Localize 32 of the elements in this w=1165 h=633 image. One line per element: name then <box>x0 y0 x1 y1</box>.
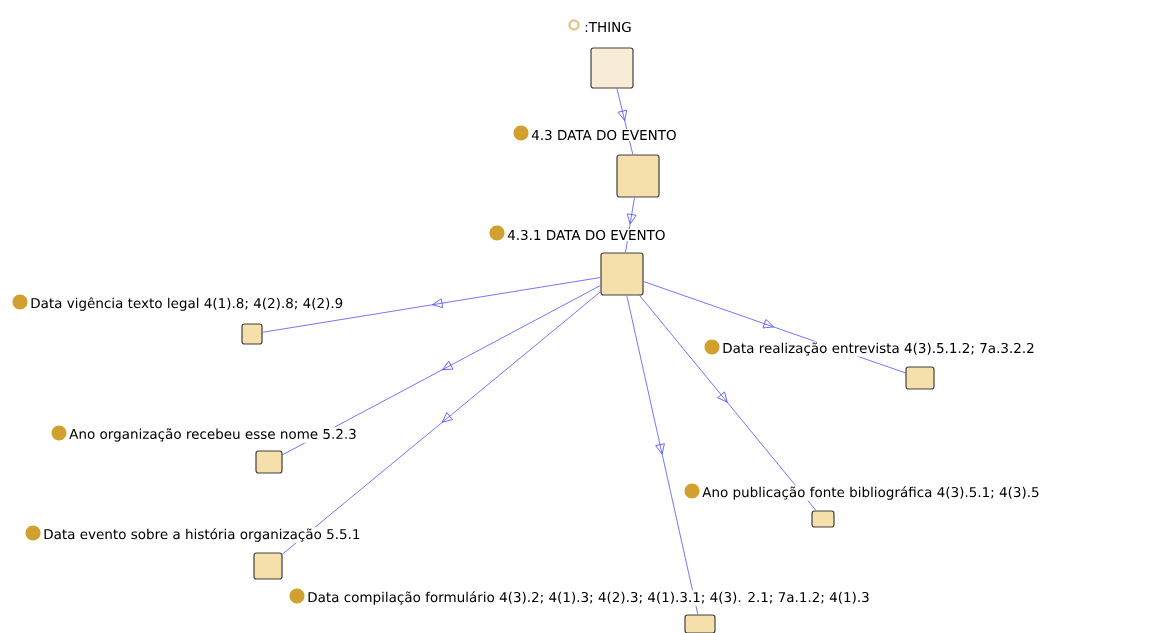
class-box <box>811 510 835 528</box>
arrow <box>626 295 699 615</box>
class-icon <box>704 339 720 355</box>
class-label: 4.3 DATA DO EVENTO <box>530 128 678 142</box>
arrow <box>639 295 817 511</box>
class-icon <box>289 588 305 604</box>
class-icon <box>568 19 580 31</box>
class-box <box>616 154 660 198</box>
class-icon <box>51 425 67 441</box>
class-label: Data vigência texto legal 4(1).8; 4(2).8; 4(2).9 <box>29 296 345 312</box>
arrow <box>262 277 601 333</box>
class-box <box>255 450 283 474</box>
class-box <box>684 614 716 633</box>
class-box <box>590 47 634 89</box>
class-icon <box>684 483 700 499</box>
class-label: Data compilação formulário 4(3).2; 4(1).3; 4(2).3; 4(1).3.1; 4(3). 2.1; 7a.1.2; 4(1).3 <box>306 590 871 606</box>
class-label: Ano organização recebeu esse nome 5.2.3 <box>68 427 358 443</box>
class-label: 4.3.1 DATA DO EVENTO <box>506 228 667 242</box>
class-box <box>905 366 935 390</box>
class-box <box>241 323 263 345</box>
class-label: Data realização entrevista 4(3).5.1.2; 7a.3.2.2 <box>721 341 1036 357</box>
arrow <box>282 291 601 555</box>
class-icon <box>489 225 505 241</box>
class-icon <box>12 294 28 310</box>
class-box <box>600 252 644 296</box>
class-icon <box>513 125 529 141</box>
class-icon <box>25 525 41 541</box>
class-label: :THING <box>583 20 633 34</box>
class-box <box>253 552 283 580</box>
arrow <box>282 285 601 456</box>
class-label: Ano publicação fonte bibliográfica 4(3).5.1; 4(3).5 <box>701 485 1041 501</box>
class-label: Data evento sobre a história organização 5.5.1 <box>42 527 362 543</box>
